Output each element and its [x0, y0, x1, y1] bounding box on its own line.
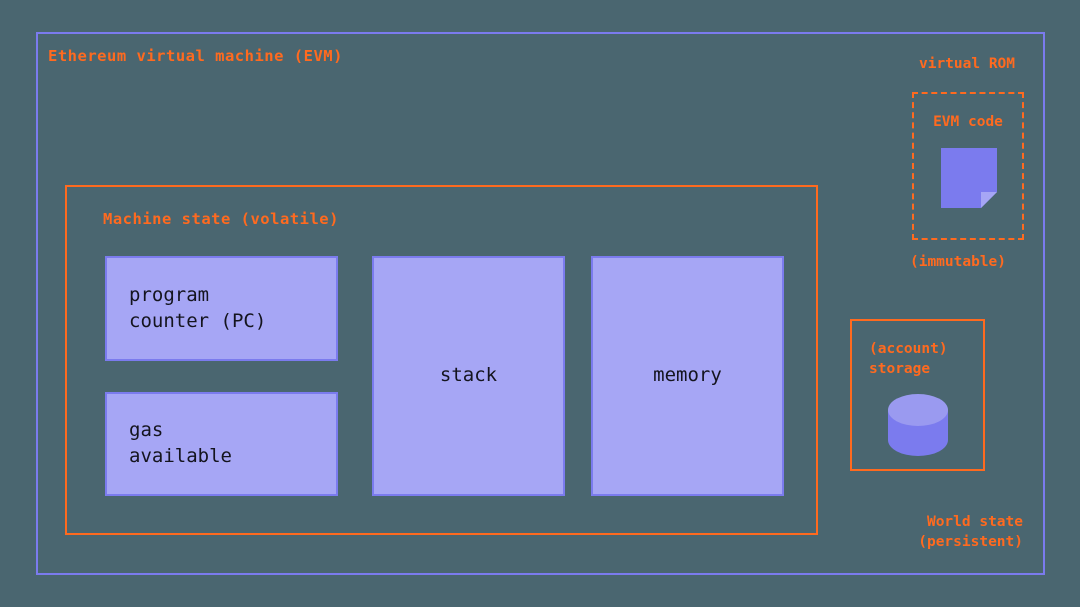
memory-box: memory: [591, 256, 784, 496]
virtual-rom-label: virtual ROM: [918, 56, 1016, 72]
account-storage-label: (account) storage: [869, 340, 948, 379]
program-counter-label: program counter (PC): [129, 283, 266, 334]
evm-title: Ethereum virtual machine (EVM): [48, 47, 343, 65]
gas-available-label: gas available: [129, 418, 232, 469]
evm-code-label: EVM code: [933, 114, 1003, 130]
world-state-label: World state (persistent): [820, 512, 1023, 553]
database-icon: [888, 394, 948, 456]
machine-state-title: Machine state (volatile): [103, 210, 339, 228]
gas-available-line2: available: [129, 445, 232, 467]
document-icon: [941, 148, 997, 208]
account-storage-line2: storage: [869, 360, 931, 377]
stack-label: stack: [439, 364, 498, 387]
program-counter-line1: program: [129, 283, 210, 306]
gas-available-line1: gas: [129, 419, 164, 442]
virtual-rom-note: (immutable): [909, 254, 1007, 270]
stack-box: stack: [372, 256, 565, 496]
memory-label: memory: [653, 364, 722, 387]
world-state-line2: (persistent): [918, 534, 1023, 551]
virtual-rom-dashed-frame: [912, 92, 1024, 240]
gas-available-box: gas available: [105, 392, 338, 496]
program-counter-box: program counter (PC): [105, 256, 338, 361]
world-state-line1: World state: [926, 514, 1023, 530]
program-counter-line2: counter (PC): [129, 309, 267, 332]
account-storage-line1: (account): [869, 341, 948, 357]
account-storage-frame: [850, 319, 985, 471]
machine-state-frame: [65, 185, 818, 535]
evm-container-frame: [36, 32, 1045, 575]
